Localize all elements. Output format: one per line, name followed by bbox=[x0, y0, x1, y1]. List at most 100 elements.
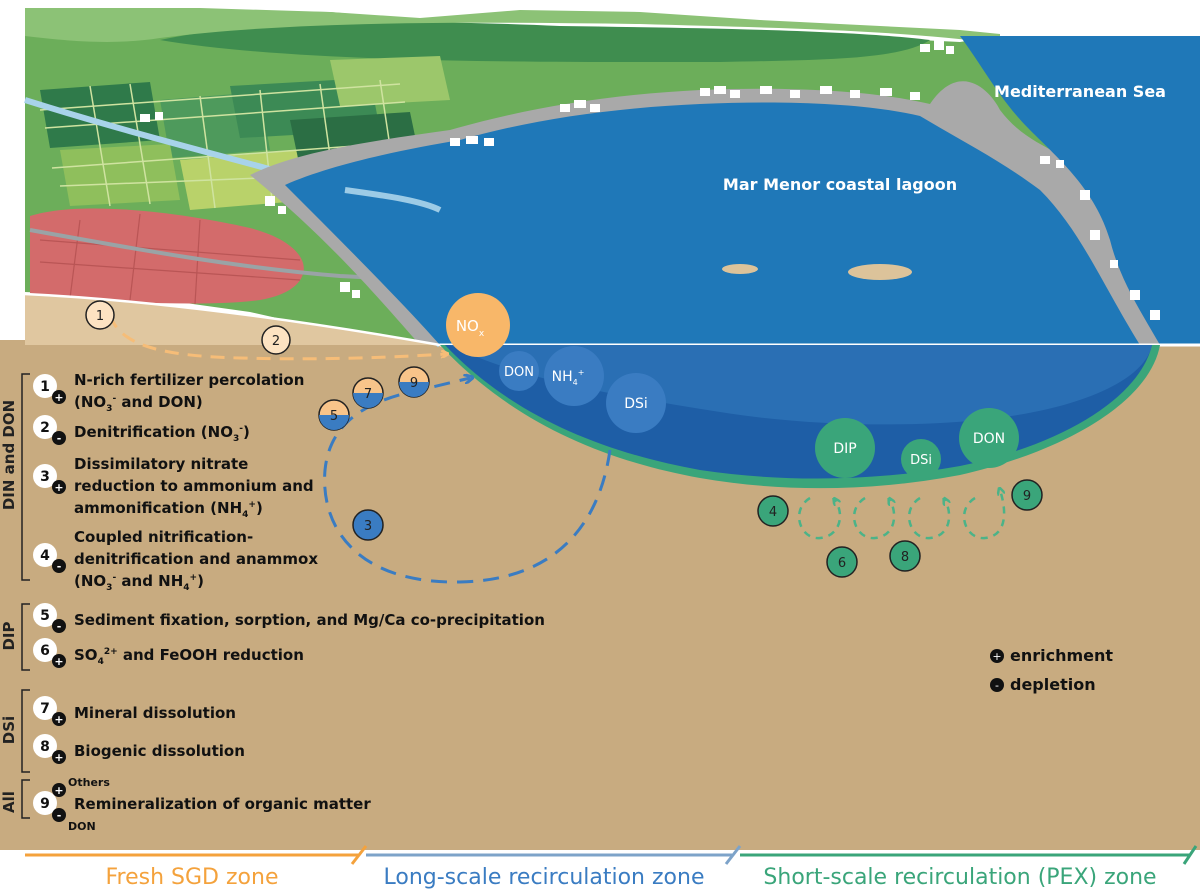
svg-text:Others: Others bbox=[68, 776, 110, 789]
dsi-long-text: DSi bbox=[624, 396, 648, 412]
svg-text:1: 1 bbox=[96, 309, 104, 324]
marker-9-short: 9 bbox=[1011, 479, 1043, 511]
marker-6: 6 bbox=[826, 546, 858, 578]
svg-text:1: 1 bbox=[40, 379, 50, 395]
lagoon-mid bbox=[450, 345, 1152, 425]
process-3: 3 + Dissimilatory nitrate reduction to a… bbox=[33, 455, 314, 520]
svg-text:Mineral dissolution: Mineral dissolution bbox=[74, 704, 236, 722]
zone-tick-short bbox=[1182, 845, 1198, 865]
svg-text:4: 4 bbox=[40, 548, 50, 564]
svg-text:9: 9 bbox=[1023, 489, 1031, 504]
sea-label: Mediterranean Sea bbox=[994, 82, 1166, 101]
svg-text:5: 5 bbox=[330, 409, 338, 424]
bubble-dip: DIP bbox=[815, 418, 875, 478]
legend-enrichment: enrichment bbox=[1010, 646, 1113, 665]
svg-text:Remineralization of organic ma: Remineralization of organic matter bbox=[74, 795, 371, 813]
group-brackets bbox=[21, 373, 30, 819]
red-area-lines bbox=[39, 213, 301, 305]
bubble-nh4: NH4+ bbox=[544, 346, 604, 406]
vadose-strip bbox=[25, 294, 440, 345]
svg-text:9: 9 bbox=[40, 796, 50, 812]
bubble-nox: NOx bbox=[446, 293, 510, 357]
nh4-sup: + bbox=[578, 368, 585, 377]
svg-text:6: 6 bbox=[40, 643, 50, 659]
svg-text:denitrification and anammox: denitrification and anammox bbox=[74, 550, 318, 568]
svg-text:4: 4 bbox=[769, 505, 777, 520]
svg-text:Biogenic dissolution: Biogenic dissolution bbox=[74, 742, 245, 760]
hills-back bbox=[25, 8, 1000, 44]
marker-8: 8 bbox=[889, 540, 921, 572]
svg-text:SO42+ and FeOOH reduction: SO42+ and FeOOH reduction bbox=[74, 646, 304, 667]
marker-1: 1 bbox=[85, 300, 115, 330]
marker-9-long: 9 bbox=[398, 366, 430, 398]
svg-text:7: 7 bbox=[364, 387, 372, 402]
road bbox=[29, 228, 421, 282]
bubble-don-short: DON bbox=[959, 408, 1019, 468]
marker-5: 5 bbox=[318, 399, 350, 431]
zone-label-long: Long-scale recirculation zone bbox=[384, 865, 705, 889]
svg-text:+: + bbox=[54, 655, 63, 668]
mediterranean-sea bbox=[960, 36, 1200, 345]
hills-dark bbox=[160, 21, 930, 63]
process-8: 8 + Biogenic dissolution bbox=[33, 734, 245, 764]
svg-text:3: 3 bbox=[40, 469, 50, 485]
svg-text:ammonification (NH4+): ammonification (NH4+) bbox=[74, 499, 263, 520]
svg-text:DON: DON bbox=[68, 820, 96, 833]
dip-text: DIP bbox=[833, 441, 856, 457]
group-label-all: All bbox=[0, 791, 18, 813]
nox-sub: x bbox=[479, 329, 485, 339]
don-long-text: DON bbox=[504, 365, 534, 380]
svg-text:+: + bbox=[54, 391, 63, 404]
svg-text:NOx: NOx bbox=[456, 317, 485, 339]
legend: + enrichment - depletion bbox=[990, 646, 1113, 694]
water-table-line bbox=[24, 292, 441, 347]
svg-text:(NO3- and DON): (NO3- and DON) bbox=[74, 393, 203, 414]
don-short-text: DON bbox=[973, 431, 1005, 447]
marker-7: 7 bbox=[352, 377, 384, 409]
bubble-dsi-short: DSi bbox=[901, 439, 941, 479]
svg-text:reduction to ammonium and: reduction to ammonium and bbox=[74, 477, 314, 495]
svg-text:Sediment fixation, sorption, a: Sediment fixation, sorption, and Mg/Ca c… bbox=[74, 611, 545, 629]
sediment-plume bbox=[344, 187, 442, 213]
zone-tick-long bbox=[724, 845, 742, 865]
svg-text:Dissimilatory nitrate: Dissimilatory nitrate bbox=[74, 455, 248, 473]
island-small bbox=[722, 264, 758, 274]
legend-depletion-sign: - bbox=[995, 679, 999, 692]
bubble-dsi-long: DSi bbox=[606, 373, 666, 433]
svg-text:5: 5 bbox=[40, 608, 50, 624]
process-9: 9 + - Others Remineralization of organic… bbox=[33, 776, 371, 833]
houses bbox=[140, 40, 1160, 320]
svg-text:Coupled nitrification-: Coupled nitrification- bbox=[74, 528, 253, 546]
svg-text:-: - bbox=[57, 432, 62, 445]
zone-label-short: Short-scale recirculation (PEX) zone bbox=[763, 865, 1156, 889]
lagoon bbox=[285, 102, 1140, 345]
legend-depletion: depletion bbox=[1010, 675, 1096, 694]
zone-tick-fresh bbox=[350, 845, 368, 865]
process-list: 1 + N-rich fertilizer percolation (NO3- … bbox=[33, 371, 545, 833]
process-7: 7 + Mineral dissolution bbox=[33, 696, 236, 726]
bubble-don-long: DON bbox=[499, 351, 539, 391]
dsi-short-text: DSi bbox=[910, 453, 932, 468]
nh4-sub: 4 bbox=[573, 378, 578, 387]
svg-text:+: + bbox=[54, 713, 63, 726]
svg-text:Denitrification (NO3-): Denitrification (NO3-) bbox=[74, 423, 250, 444]
svg-text:+: + bbox=[54, 481, 63, 494]
process-6: 6 + SO42+ and FeOOH reduction bbox=[33, 638, 304, 668]
group-label-dip: DIP bbox=[0, 621, 18, 650]
svg-text:9: 9 bbox=[410, 376, 418, 391]
process-1: 1 + N-rich fertilizer percolation (NO3- … bbox=[33, 371, 304, 414]
svg-text:2: 2 bbox=[40, 420, 50, 436]
svg-text:N-rich fertilizer percolation: N-rich fertilizer percolation bbox=[74, 371, 304, 389]
nox-text: NO bbox=[456, 317, 479, 335]
long-recirculation-loop bbox=[323, 378, 612, 584]
group-label-din-don: DIN and DON bbox=[0, 400, 18, 510]
marker-3: 3 bbox=[352, 509, 384, 541]
nh4-text: NH bbox=[552, 369, 573, 385]
marker-4: 4 bbox=[757, 495, 789, 527]
svg-text:3: 3 bbox=[364, 519, 372, 534]
group-label-dsi: DSi bbox=[0, 716, 18, 744]
svg-text:+: + bbox=[54, 784, 63, 797]
svg-text:6: 6 bbox=[838, 556, 846, 571]
fresh-flow-arrow bbox=[108, 314, 446, 361]
